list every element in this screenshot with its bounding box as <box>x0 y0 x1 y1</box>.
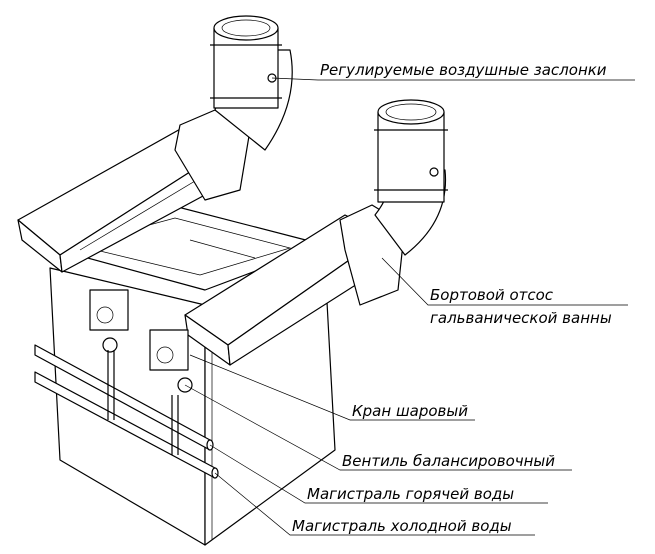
right-duct <box>374 99 448 256</box>
leader-lines <box>184 77 635 536</box>
label-side-exhaust-2: гальванической ванны <box>430 309 612 327</box>
label-air-dampers: Регулируемые воздушные заслонки <box>320 61 607 79</box>
label-hot-water-main: Магистраль горячей воды <box>307 485 514 503</box>
label-balancing-valve: Вентиль балансировочный <box>342 452 555 470</box>
label-cold-water-main: Магистраль холодной воды <box>292 517 512 535</box>
left-duct <box>210 15 293 151</box>
valves <box>89 289 193 393</box>
label-ball-valve: Кран шаровый <box>352 402 468 420</box>
pipes <box>34 344 219 479</box>
label-side-exhaust-1: Бортовой отсос <box>430 286 554 304</box>
left-hood <box>17 109 251 273</box>
